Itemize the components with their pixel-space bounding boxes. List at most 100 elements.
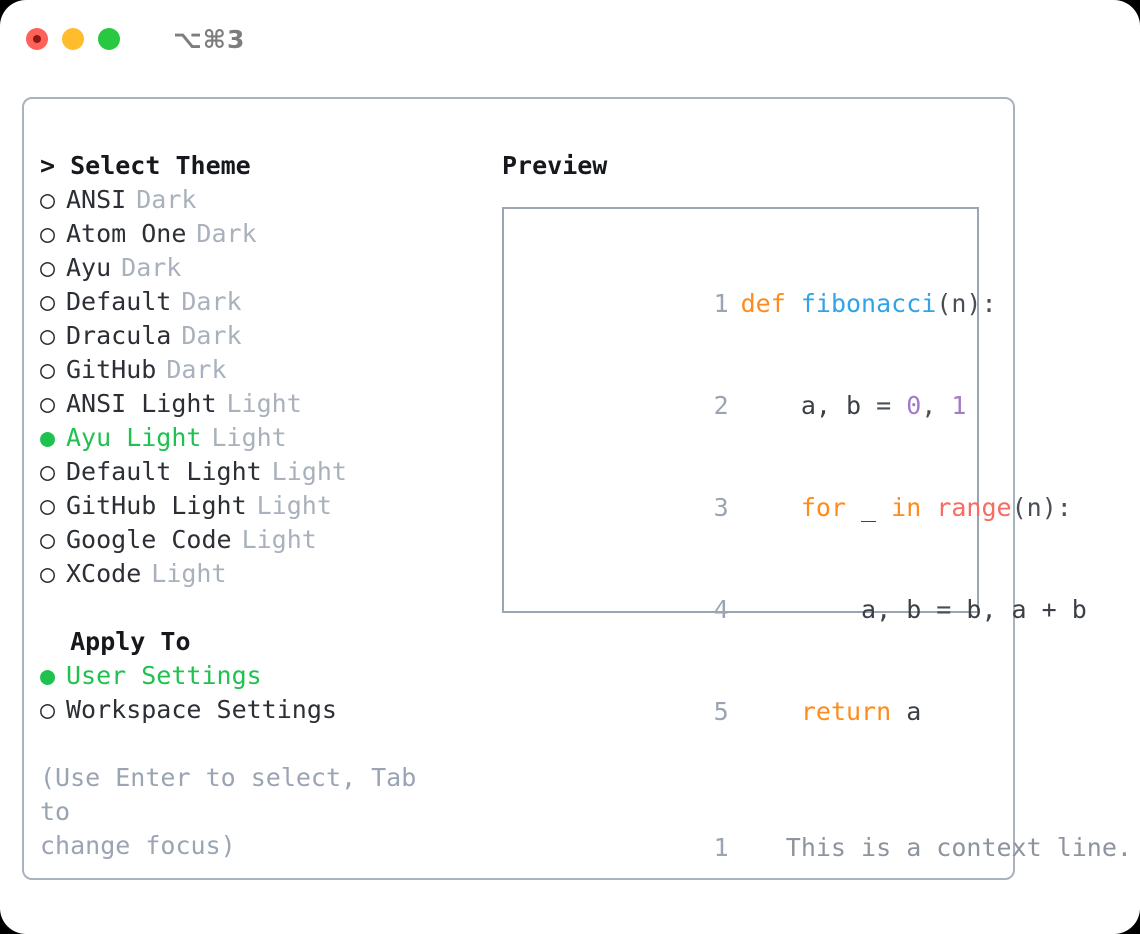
code-token [741,697,801,726]
radio-icon[interactable]: ○ [40,355,56,384]
code-token [741,493,801,522]
line-number: 1 [713,833,729,862]
theme-option-variant: Dark [181,321,242,350]
apply-to-option-workspace-settings[interactable]: ○ Workspace Settings [40,693,500,727]
radio-icon[interactable]: ○ [40,525,56,554]
theme-option-github-light[interactable]: ○ GitHub Light Light [40,489,500,523]
select-theme-heading: > Select Theme [40,151,251,180]
code-line: 3 for _ in range(n): [522,457,1072,559]
theme-option-ayu-light[interactable]: ● Ayu Light Light [40,421,500,455]
code-token: return [800,697,892,726]
radio-icon[interactable]: ○ [40,253,56,282]
theme-option-variant: Dark [121,253,182,282]
preview-heading: Preview [502,151,608,180]
code-token [786,289,801,318]
close-window-icon[interactable] [26,28,48,50]
theme-option-label: GitHub Light [66,491,247,520]
code-line: 4 a, b = b, a + b [522,559,1087,661]
section-spacer [40,591,500,625]
theme-option-default[interactable]: ○ Default Dark [40,285,500,319]
theme-option-variant: Light [226,389,302,418]
theme-option-google-code[interactable]: ○ Google Code Light [40,523,500,557]
radio-icon[interactable]: ○ [40,185,56,214]
code-token: , [921,391,952,420]
code-line: 1 def fibonacci(n): [522,253,997,355]
traffic-lights [26,28,120,50]
theme-option-ansi[interactable]: ○ ANSI Dark [40,183,500,217]
theme-option-ayu[interactable]: ○ Ayu Dark [40,251,500,285]
line-number: 4 [713,595,729,624]
theme-option-label: Ayu [66,253,112,282]
theme-option-label: Ayu Light [66,423,202,452]
radio-icon[interactable]: ○ [40,321,56,350]
radio-icon[interactable]: ○ [40,559,56,588]
theme-option-atom-one[interactable]: ○ Atom One Dark [40,217,500,251]
code-token [921,493,936,522]
theme-option-label: Dracula [66,321,172,350]
code-token: (n): [936,289,997,318]
radio-icon-selected[interactable]: ● [40,661,56,690]
radio-icon[interactable]: ○ [40,457,56,486]
code-token: a, b [740,595,937,624]
line-number: 3 [713,493,729,522]
radio-icon[interactable]: ○ [40,491,56,520]
diff-line-deleted: 2 - This line was deleted. [522,899,977,934]
minimize-window-icon[interactable] [62,28,84,50]
theme-option-dracula[interactable]: ○ Dracula Dark [40,319,500,353]
radio-icon-selected[interactable]: ● [40,423,56,452]
code-token: 0 [906,391,922,420]
code-line: 5 return a [522,661,977,763]
theme-option-variant: Dark [166,355,227,384]
theme-option-label: Atom One [66,219,187,248]
code-token: in [891,493,922,522]
code-token: = [876,391,907,420]
code-token: def [740,289,786,318]
theme-option-default-light[interactable]: ○ Default Light Light [40,455,500,489]
code-token: a [891,697,922,726]
code-token: a, b [740,391,877,420]
line-number: 5 [713,697,729,726]
theme-option-variant: Light [256,491,332,520]
apply-to-option-label: Workspace Settings [66,695,337,724]
preview-panel: Preview 1 def fibonacci(n): 2 a, b = 0, 1… [502,149,1132,862]
theme-option-variant: Light [271,457,347,486]
line-number: 1 [713,289,729,318]
radio-icon[interactable]: ○ [40,389,56,418]
theme-option-variant: Dark [136,185,197,214]
theme-option-label: GitHub [66,355,157,384]
theme-option-variant: Light [151,559,227,588]
theme-option-ansi-light[interactable]: ○ ANSI Light Light [40,387,500,421]
apply-to-option-label: User Settings [66,661,262,690]
theme-option-variant: Dark [181,287,242,316]
theme-picker-panel: > Select Theme ○ ANSI Dark ○ Atom One Da… [40,149,500,863]
code-token: = [936,595,967,624]
theme-option-label: Google Code [66,525,232,554]
code-token: for [800,493,846,522]
apply-to-heading: Apply To [40,627,191,656]
code-token: fibonacci [800,289,937,318]
theme-option-variant: Light [211,423,287,452]
radio-icon[interactable]: ○ [40,287,56,316]
keyboard-shortcut-label: ⌥⌘3 [173,24,246,54]
theme-option-xcode[interactable]: ○ XCode Light [40,557,500,591]
theme-option-variant: Light [241,525,317,554]
tui-card: > Select Theme ○ ANSI Dark ○ Atom One Da… [22,97,1132,880]
diff-text: This is a context line. [740,833,1132,862]
code-blank-line [522,763,977,797]
theme-option-label: XCode [66,559,142,588]
theme-option-github[interactable]: ○ GitHub Dark [40,353,500,387]
line-number: 2 [713,391,729,420]
radio-icon[interactable]: ○ [40,695,56,724]
theme-option-label: Default Light [66,457,262,486]
preview-box: 1 def fibonacci(n): 2 a, b = 0, 1 3 for _… [502,207,1132,862]
radio-icon[interactable]: ○ [40,219,56,248]
hint-spacer [40,727,500,761]
keyboard-hint-text: (Use Enter to select, Tab to change focu… [40,763,417,860]
theme-option-label: ANSI Light [66,389,217,418]
theme-option-variant: Dark [196,219,257,248]
apply-to-option-user-settings[interactable]: ● User Settings [40,659,500,693]
code-token: _ [846,493,892,522]
theme-option-label: ANSI [66,185,127,214]
maximize-window-icon[interactable] [98,28,120,50]
